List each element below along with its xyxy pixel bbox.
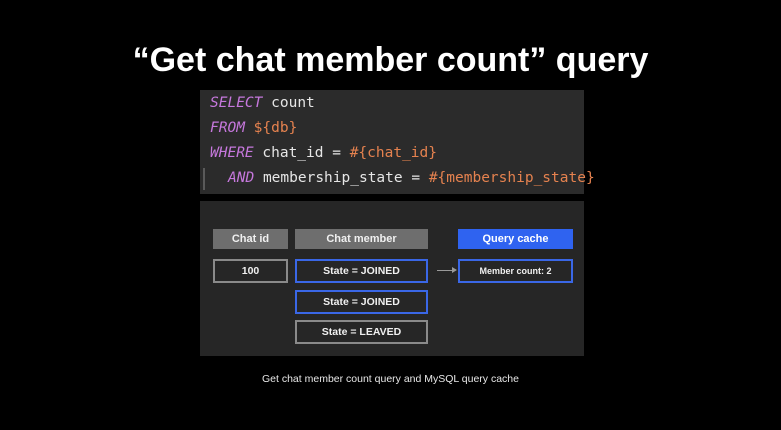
sql-code-block: SELECT count FROM ${db} WHERE chat_id = … <box>200 90 595 194</box>
keyword-from: FROM <box>210 120 245 136</box>
slide-title: “Get chat member count” query <box>132 41 649 79</box>
member-state-3: State = LEAVED <box>295 320 428 344</box>
indent-guide <box>203 168 205 190</box>
query-cache-diagram: Chat id Chat member Query cache 100 Stat… <box>200 201 584 356</box>
from-table-variable: ${db} <box>253 120 298 136</box>
and-condition: membership_state = <box>262 170 429 186</box>
code-line-where: WHERE chat_id = #{chat_id} <box>210 141 437 165</box>
cache-member-count: Member count: 2 <box>458 259 573 283</box>
keyword-and: AND <box>228 170 255 186</box>
figure-caption: Get chat member count query and MySQL qu… <box>262 373 519 385</box>
arrow-to-cache <box>437 267 457 273</box>
membership-state-variable: #{membership_state} <box>428 170 595 186</box>
code-line-select: SELECT count <box>210 91 315 115</box>
chat-id-header: Chat id <box>213 229 288 249</box>
keyword-where: WHERE <box>210 145 254 161</box>
member-state-1: State = JOINED <box>295 259 428 283</box>
member-state-2: State = JOINED <box>295 290 428 314</box>
code-line-and: AND membership_state = #{membership_stat… <box>228 166 595 190</box>
chat-member-header: Chat member <box>295 229 428 249</box>
code-line-from: FROM ${db} <box>210 116 297 140</box>
chat-id-value: 100 <box>213 259 288 283</box>
keyword-select: SELECT <box>210 95 263 111</box>
query-cache-header: Query cache <box>458 229 573 249</box>
select-column: count <box>271 95 315 111</box>
chat-id-variable: #{chat_id} <box>349 145 438 161</box>
where-condition: chat_id = <box>262 145 350 161</box>
